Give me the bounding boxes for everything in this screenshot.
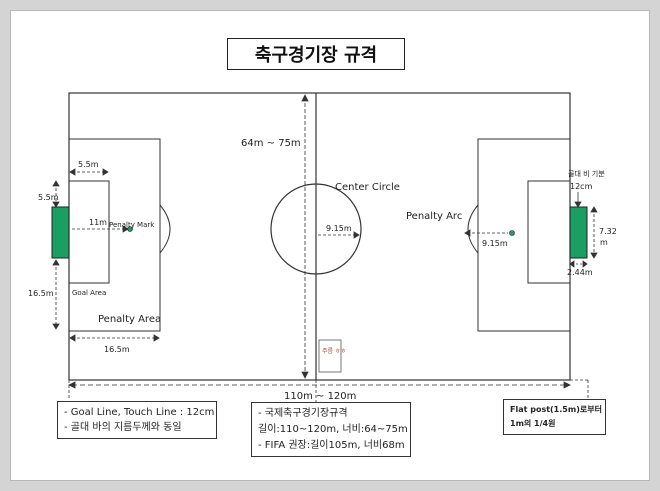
post-width-marker	[574, 192, 582, 208]
goal-area-depth-dimension	[52, 180, 60, 208]
note-right-line-2: 1m의 1/4원	[510, 419, 556, 428]
center-tag-box	[318, 339, 342, 373]
goal-height-dimension	[569, 260, 588, 268]
page-title: 축구경기장 규격	[227, 38, 405, 70]
right-goal-area	[527, 180, 571, 284]
center-circle-label: Center Circle	[335, 182, 400, 193]
note-center-line-1: - 국제축구경기장규격	[258, 408, 348, 419]
goal-area-width-dimension	[69, 168, 109, 176]
penalty-area-depth-dimension	[69, 334, 160, 342]
left-goal-area	[68, 180, 110, 284]
penalty-mark-label: Penalty Mark	[109, 221, 155, 229]
left-goal	[51, 206, 70, 259]
penalty-area-side-label: 16.5m	[28, 289, 54, 298]
field-boundary	[68, 92, 571, 381]
note-left-line-1: - Goal Line, Touch Line : 12cm	[64, 407, 215, 418]
penalty-mark-distance-label: 11m	[89, 218, 107, 227]
arc-radius-dimension	[464, 229, 508, 237]
penalty-area-depth-label: 16.5m	[104, 345, 130, 354]
goal-width-label-a: 7.32	[599, 227, 617, 236]
goal-area-depth-label: 5.5m	[38, 193, 59, 202]
goal-net-caption: 골대 비 기분	[568, 169, 605, 178]
center-radius-dimension	[318, 231, 360, 239]
goal-width-label-b: m	[600, 238, 608, 247]
goal-width-dimension	[590, 206, 598, 259]
center-tag-label: 주름 ㅎㅎ	[322, 348, 346, 355]
note-box-center: - 국제축구경기장규격 길이:110~120m, 너비:64~75m - FIF…	[251, 402, 411, 457]
penalty-arc-label: Penalty Arc	[406, 211, 462, 222]
note-center-line-3: - FIFA 권장:길이105m, 너비68m	[258, 440, 405, 451]
goal-area-label: Goal Area	[72, 289, 106, 297]
penalty-area-label: Penalty Area	[98, 314, 161, 325]
note-right-line-1: Flat post(1.5m)로부터	[510, 405, 602, 414]
goal-height-label: 2.44m	[567, 268, 593, 277]
right-penalty-mark	[509, 230, 515, 236]
goal-area-width-label: 5.5m	[78, 160, 99, 169]
center-circle	[270, 183, 362, 275]
note-connectors	[68, 379, 589, 403]
penalty-mark-dimension	[72, 225, 129, 233]
left-penalty-arc	[159, 204, 171, 254]
note-center-line-2: 길이:110~120m, 너비:64~75m	[258, 424, 408, 435]
post-width-label: 12cm	[570, 182, 593, 191]
right-penalty-area	[477, 138, 571, 332]
field-length-dimension	[68, 381, 571, 389]
note-box-left: - Goal Line, Touch Line : 12cm - 골대 바의 지…	[57, 401, 217, 439]
field-length-label: 110m ~ 120m	[284, 391, 356, 402]
penalty-area-side-dimension	[52, 259, 60, 330]
center-radius-label: 9.15m	[326, 224, 352, 233]
note-left-line-2: - 골대 바의 지름두께와 동일	[64, 422, 182, 433]
arc-radius-label: 9.15m	[482, 239, 508, 248]
field-width-label: 64m ~ 75m	[241, 138, 301, 149]
right-goal	[569, 206, 588, 259]
right-penalty-arc	[467, 204, 479, 254]
note-box-right: Flat post(1.5m)로부터 1m의 1/4원	[503, 399, 606, 435]
field-width-dimension	[301, 94, 309, 379]
